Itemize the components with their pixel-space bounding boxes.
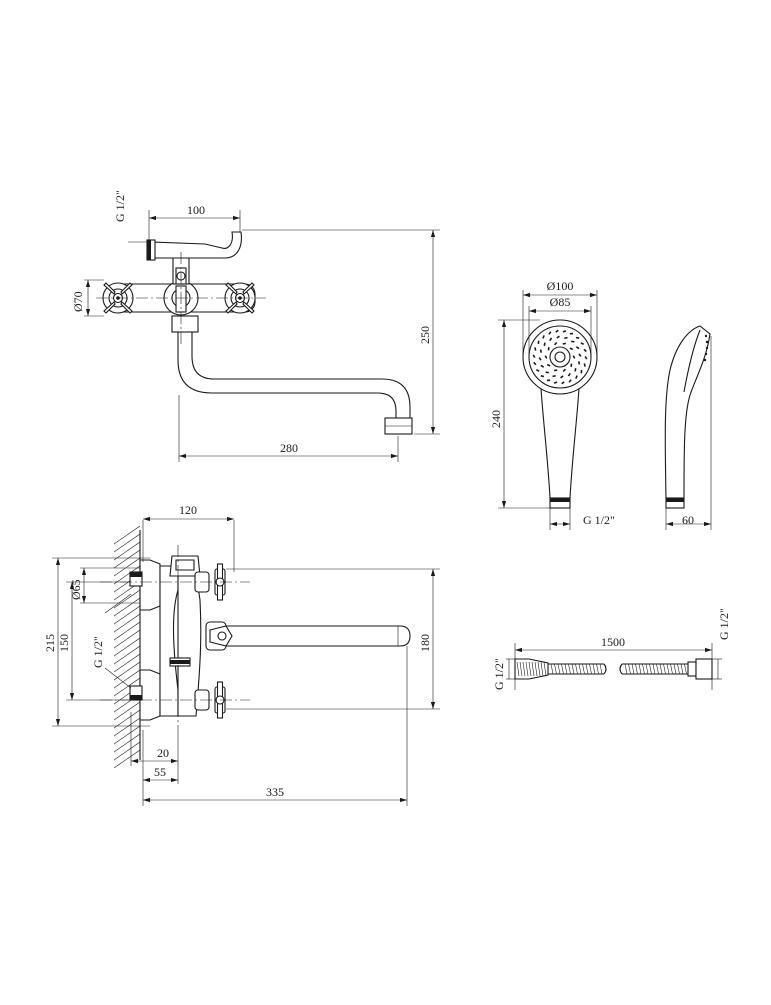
hand-shower-side	[664, 325, 711, 509]
dim-thread-top: G 1/2"	[113, 190, 127, 222]
dim-shower-thread: G 1/2"	[583, 513, 615, 527]
dim-flange-diameter: Ø65	[69, 579, 83, 600]
dim-handle-diameter: Ø70	[71, 291, 85, 312]
dim-projection: 120	[179, 503, 197, 517]
shower-hose	[514, 658, 713, 680]
dim-inlet-thread: G 1/2"	[91, 636, 105, 668]
wall-section	[113, 525, 141, 769]
dim-shower-length: 240	[489, 410, 503, 428]
dim-total-height: 215	[43, 634, 57, 652]
diverter-lever	[149, 231, 242, 259]
dim-spout-reach: 280	[280, 441, 298, 455]
dim-inlet-spacing: 150	[57, 634, 71, 652]
hand-shower-front	[522, 319, 598, 509]
dim-spout-height-side: 180	[418, 634, 432, 652]
dim-hose-thread-right: G 1/2"	[717, 608, 731, 640]
dim-hose-length: 1500	[601, 635, 625, 649]
dim-faucet-height: 250	[418, 326, 432, 344]
side-body	[177, 565, 202, 717]
dim-spout-length: 335	[266, 785, 284, 799]
faucet-side-view	[100, 545, 411, 730]
dim-hose-thread-left: G 1/2"	[492, 658, 506, 690]
dim-wall-offset-small: 20	[157, 746, 169, 760]
dim-spout-height: 100	[187, 203, 205, 217]
side-view-dimensions: 120 Ø65 215 150 G 1/2" 20 55 335	[43, 503, 440, 806]
dim-shower-depth: 60	[682, 513, 694, 527]
dim-head-outer-diameter: Ø100	[547, 279, 574, 293]
front-view-dimensions: 100 G 1/2" Ø70 250 280	[71, 190, 440, 462]
hand-shower-dimensions: Ø100 Ø85 240 G 1/2" 60	[489, 279, 712, 530]
side-spout	[224, 625, 411, 647]
dim-head-inner-diameter: Ø85	[550, 295, 571, 309]
dim-wall-offset: 55	[154, 765, 166, 779]
faucet-front-view	[96, 231, 413, 435]
hose-dimensions: 1500 G 1/2" G 1/2"	[492, 608, 731, 690]
